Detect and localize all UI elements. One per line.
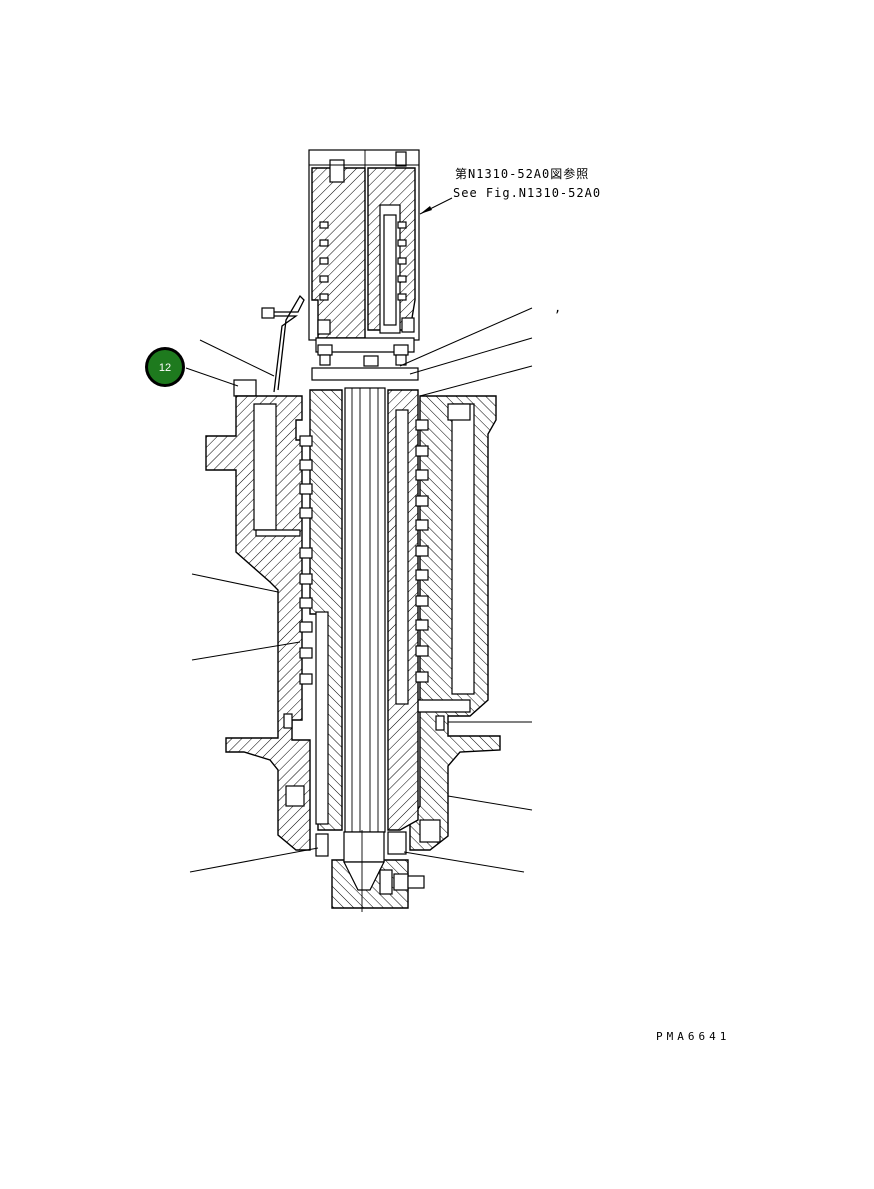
reference-note-en: See Fig.N1310-52A0 bbox=[453, 186, 601, 200]
callout-12-number[interactable]: 12 bbox=[159, 362, 171, 374]
center-shaft bbox=[344, 387, 386, 833]
upper-bolts bbox=[317, 344, 409, 367]
upper-cylinder-fins bbox=[319, 221, 407, 301]
housing-left bbox=[205, 395, 311, 851]
top-plate bbox=[311, 367, 419, 381]
callout-12[interactable]: 12 bbox=[145, 347, 185, 387]
callout-12-circle[interactable] bbox=[148, 350, 182, 384]
right-grooves bbox=[415, 419, 429, 683]
drawing-code: PMA6641 bbox=[656, 1030, 730, 1043]
left-grooves bbox=[299, 435, 313, 685]
pipe-line bbox=[262, 294, 305, 391]
reference-note-jp: 第N1310-52A0図参照 bbox=[455, 166, 589, 181]
upper-cylinder bbox=[308, 149, 420, 367]
leader-lines bbox=[185, 307, 533, 873]
stray-mark: , bbox=[554, 301, 562, 315]
